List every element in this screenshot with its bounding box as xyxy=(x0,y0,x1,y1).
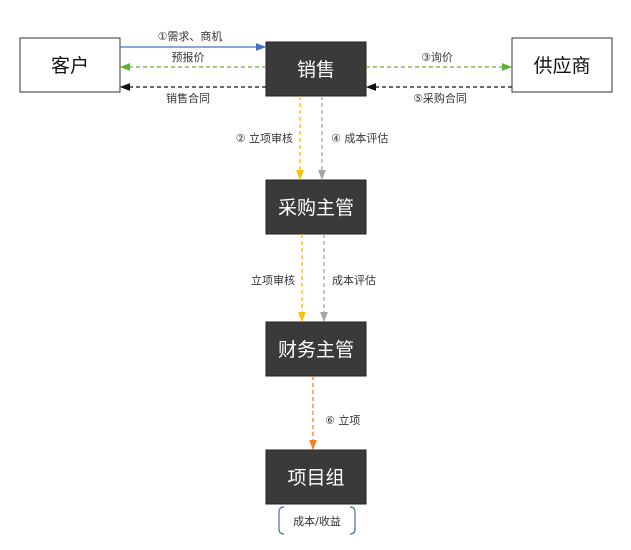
note-bracket-right xyxy=(349,506,356,535)
label-cost-eval-1: ④ 成本评估 xyxy=(331,131,388,145)
node-sales-label: 销售 xyxy=(297,59,335,81)
label-demand: ①需求、商机 xyxy=(158,29,223,43)
note-cost-revenue: 成本/收益 xyxy=(293,514,341,528)
node-supplier-label: 供应商 xyxy=(533,55,590,77)
label-approval-1: ② 立项审核 xyxy=(236,131,293,145)
label-project-setup: ⑥ 立项 xyxy=(325,413,360,427)
label-purchase-contract: ⑤采购合同 xyxy=(413,91,467,105)
node-purchasing-manager-label: 采购主管 xyxy=(278,197,354,219)
label-inquiry: ③询价 xyxy=(421,51,453,64)
node-sales: 销售 xyxy=(265,41,367,97)
label-approval-2: 立项审核 xyxy=(251,273,295,287)
node-customer: 客户 xyxy=(19,37,121,93)
node-customer-label: 客户 xyxy=(51,55,89,77)
label-cost-eval-2: 成本评估 xyxy=(332,273,376,287)
label-pre-quote: 预报价 xyxy=(172,50,205,64)
node-supplier: 供应商 xyxy=(511,37,613,93)
label-sales-contract: 销售合同 xyxy=(166,91,210,105)
note-bracket-left xyxy=(278,506,285,535)
node-finance-manager: 财务主管 xyxy=(265,321,367,377)
node-project-team-label: 项目组 xyxy=(287,467,344,489)
node-finance-manager-label: 财务主管 xyxy=(278,339,354,361)
node-project-team: 项目组 xyxy=(265,449,367,505)
node-purchasing-manager: 采购主管 xyxy=(265,179,367,235)
